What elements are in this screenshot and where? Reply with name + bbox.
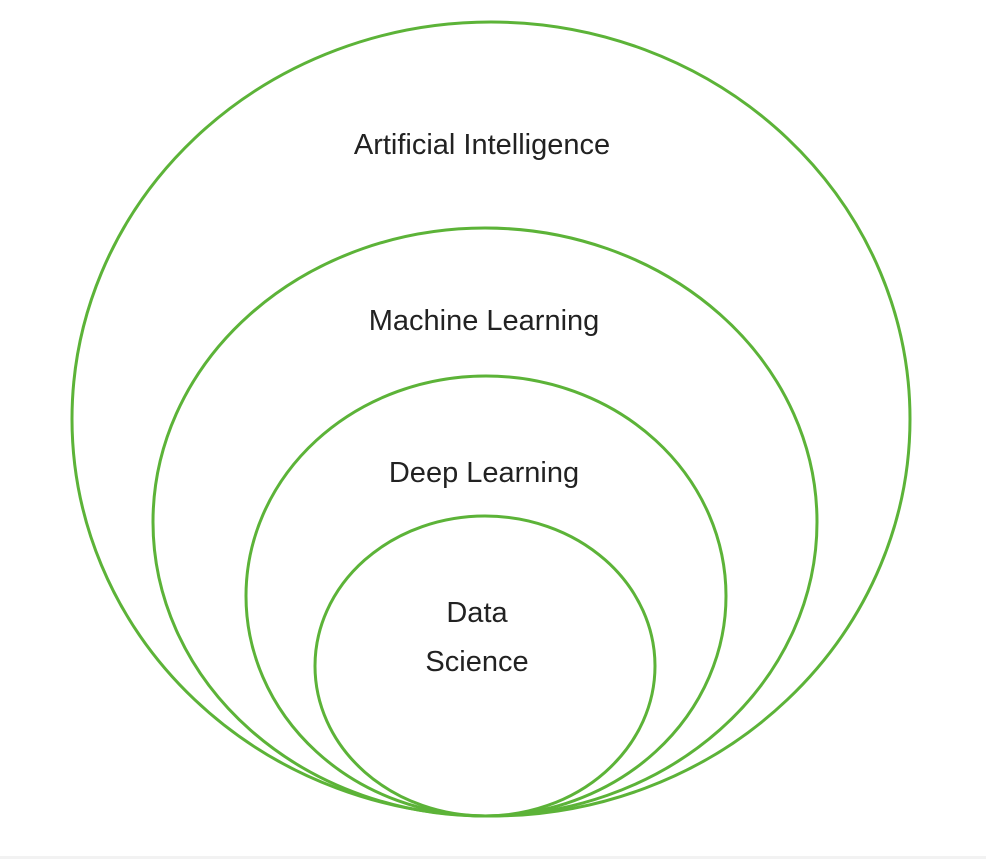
label-machine-learning: Machine Learning — [368, 305, 600, 337]
label-deep-learning: Deep Learning — [388, 457, 580, 489]
label-data-science-line1: Data — [446, 597, 508, 629]
label-data-science-line2: Science — [425, 646, 529, 678]
label-artificial-intelligence: Artificial Intelligence — [353, 129, 611, 161]
ellipse-data-science — [313, 514, 657, 818]
bottom-border — [0, 856, 986, 859]
